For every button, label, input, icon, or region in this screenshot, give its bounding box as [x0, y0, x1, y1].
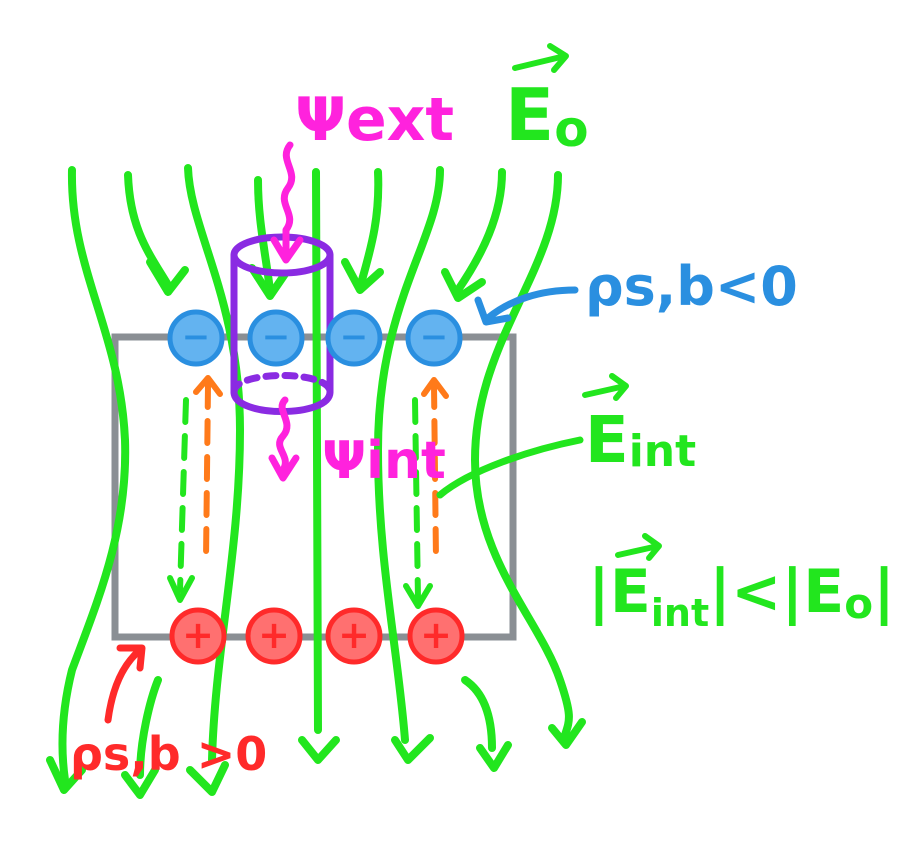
flux-arrows: [268, 141, 304, 482]
internal-field-arrows: [167, 375, 449, 609]
field-line-7: [454, 168, 506, 294]
e-int-label: Eint: [585, 404, 696, 478]
rho-neg-pointer: [484, 286, 579, 322]
e-int-vector-arrow: [582, 373, 629, 401]
psi-int-label: Ψint: [322, 431, 446, 491]
psi-ext-label: Ψext: [295, 85, 454, 155]
negative-sign: −: [340, 317, 369, 357]
e0-vector-arrow: [512, 43, 569, 73]
negative-sign: −: [420, 317, 449, 357]
e0-subscript: o: [554, 100, 588, 158]
positive-sign: +: [420, 613, 452, 657]
positive-charge-4: +: [407, 607, 465, 665]
positive-sign: +: [338, 613, 370, 657]
negative-charge-2: −: [247, 309, 305, 367]
e-int-symbol: E: [585, 404, 629, 478]
relation-left: |E: [588, 557, 651, 627]
negative-sign: −: [182, 317, 211, 357]
rho-neg-label: ρs,b<0: [585, 255, 798, 318]
positive-charge-1: +: [169, 607, 227, 665]
positive-charge-3: +: [325, 607, 383, 665]
negative-charge-3: −: [325, 309, 383, 367]
field-line-3: [184, 164, 244, 764]
field-line-center: [312, 168, 322, 734]
field-line-5: [358, 168, 383, 284]
negative-sign: −: [262, 317, 291, 357]
flux-ext-arrow: [280, 141, 296, 262]
e-int-subscript: int: [629, 426, 696, 477]
relation-middle: |<|E: [709, 557, 844, 627]
field-relation-label: |Eint|<|Eo|: [588, 557, 895, 635]
rho-pos-pointer: [104, 646, 144, 724]
relation-right: |: [873, 557, 895, 627]
negative-charges: − − − −: [167, 309, 463, 367]
relation-sub2: o: [844, 579, 873, 628]
field-line-2: [124, 171, 172, 289]
positive-sign: +: [258, 613, 290, 657]
relation-sub: int: [651, 591, 709, 635]
rho-pos-label: ρs,b >0: [70, 727, 267, 781]
field-line-10: [136, 676, 162, 779]
flux-int-arrow: [276, 396, 291, 474]
e0-label: Eo: [505, 73, 589, 158]
field-line-4: [254, 176, 274, 294]
positive-sign: +: [182, 613, 214, 657]
field-lines: [58, 164, 573, 784]
field-arrowheads: [46, 258, 586, 799]
field-line-6: [374, 166, 444, 744]
field-line-1: [58, 166, 130, 784]
negative-charge-4: −: [405, 309, 463, 367]
relation-vector-arrow: [615, 533, 662, 561]
field-line-9: [461, 676, 496, 752]
pointer-arrows: [104, 286, 584, 724]
positive-charges: + + + +: [169, 607, 465, 665]
field-line-8: [471, 171, 573, 739]
negative-charge-1: −: [167, 309, 225, 367]
e0-symbol: E: [505, 73, 554, 157]
positive-charge-2: +: [245, 607, 303, 665]
e-int-pointer: [436, 436, 584, 499]
